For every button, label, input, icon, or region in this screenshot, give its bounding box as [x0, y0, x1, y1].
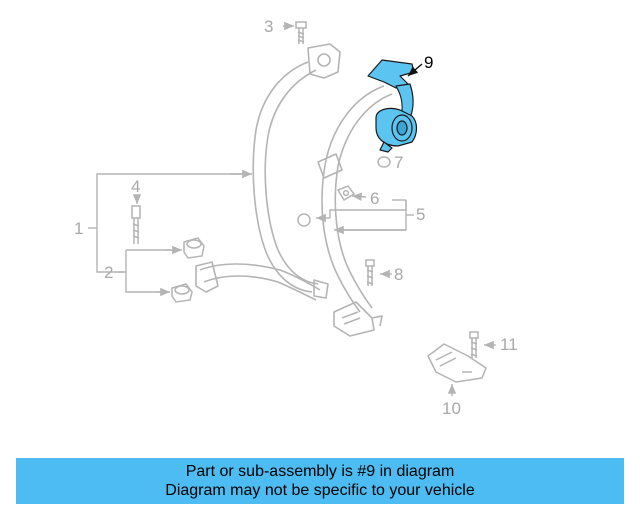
callout-2: 2: [104, 263, 114, 282]
callout-8: 8: [394, 265, 404, 284]
bolt-4: [131, 205, 141, 244]
parts-diagram-drawing: [88, 21, 496, 396]
bolt-11: [469, 331, 479, 358]
cap-2-lower: [171, 283, 193, 303]
retractor-assembly-highlighted: [367, 59, 418, 153]
callout-9: 9: [424, 53, 434, 72]
parts-diagram: 3 9 7 4 6 5 1 2 8 11 10: [74, 17, 518, 418]
banner-line-2: Diagram may not be specific to your vehi…: [165, 482, 475, 499]
info-banner: Part or sub-assembly is #9 in diagram Di…: [16, 458, 624, 504]
callout-11: 11: [500, 335, 518, 354]
cap-2-upper: [183, 237, 205, 259]
callout-1: 1: [74, 219, 84, 238]
leader-2: [118, 249, 180, 293]
callout-6: 6: [370, 189, 380, 208]
banner-line-1: Part or sub-assembly is #9 in diagram: [185, 463, 455, 480]
callout-5: 5: [416, 205, 426, 224]
leader-9: [407, 63, 423, 77]
anchor-plate-10: [427, 343, 487, 383]
callout-4: 4: [131, 177, 141, 196]
seat-belt-webbing-inner: [317, 85, 393, 337]
nut-6: [336, 185, 356, 202]
callout-7: 7: [394, 153, 404, 172]
bolt-8: [365, 259, 375, 286]
leader-1: [88, 173, 250, 273]
callout-3: 3: [264, 17, 274, 36]
cap-5: [297, 213, 311, 227]
callout-10: 10: [442, 399, 461, 418]
seat-belt-webbing-outer: [195, 43, 341, 301]
bolt-3: [295, 21, 307, 44]
nut-7: [377, 156, 391, 168]
leader-6: [351, 192, 367, 201]
